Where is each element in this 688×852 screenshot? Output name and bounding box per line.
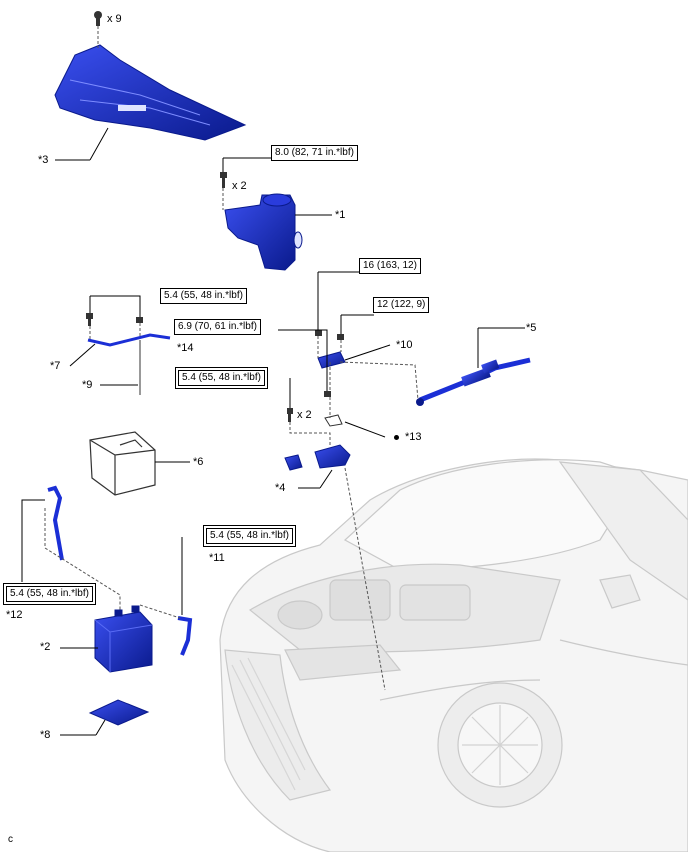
small-clip-part [324,414,343,427]
battery-cable-part [47,485,64,561]
torque-spec-8: 5.4 (55, 48 in.*lbf) [3,583,96,605]
clip-fastener [94,11,102,26]
bolt-quantity-label-2: x 2 [297,409,312,421]
callout-10: *10 [396,339,413,351]
callout-13: *13 [405,431,422,443]
callout-7: *7 [50,360,61,372]
engine-cover-part [54,44,247,141]
bullet-marker [394,435,399,440]
nuts [287,330,344,422]
bolts-7 [86,313,143,326]
callout-4: *4 [275,482,286,494]
corner-mark: c [8,834,13,845]
callout-2: *2 [40,641,51,653]
callout-11: *11 [209,552,225,564]
battery-part [94,605,153,673]
battery-cover-part [89,431,156,496]
callout-14: *14 [177,342,194,354]
torque-spec-4: 6.9 (70, 61 in.*lbf) [174,319,261,335]
callout-6: *6 [193,456,204,468]
air-intake-part [224,193,303,271]
torque-spec-5: 5.4 (55, 48 in.*lbf) [160,288,247,304]
callout-3: *3 [38,154,49,166]
bracket-part [317,351,346,369]
positive-cable-part [177,616,193,656]
torque-spec-6: 5.4 (55, 48 in.*lbf) [175,367,268,389]
battery-tray-part [88,699,150,726]
callout-12: *12 [6,609,23,621]
torque-spec-2: 16 (163, 12) [359,258,421,274]
cable-part [416,357,531,406]
torque-spec-7: 5.4 (55, 48 in.*lbf) [203,525,296,547]
callout-1: *1 [335,209,346,221]
vehicle-illustration [219,458,688,852]
clip-quantity-label: x 9 [107,13,122,25]
torque-spec-1: 8.0 (82, 71 in.*lbf) [271,145,358,161]
callout-8: *8 [40,729,51,741]
bolt-quantity-label: x 2 [232,180,247,192]
callout-5: *5 [526,322,537,334]
torque-spec-3: 12 (122, 9) [373,297,430,313]
callout-9: *9 [82,379,93,391]
sensor-part [284,444,351,471]
bolt-1 [220,172,227,188]
